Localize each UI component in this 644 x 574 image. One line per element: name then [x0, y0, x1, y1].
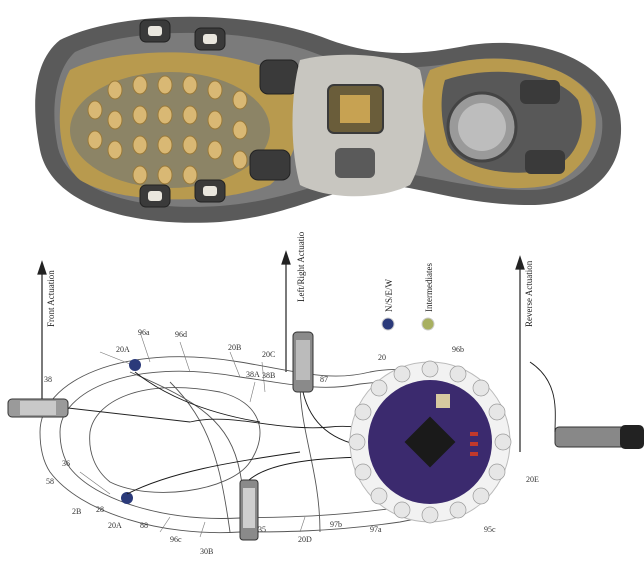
cushion-pods: [87, 75, 248, 185]
ref-96c: 96c: [170, 535, 182, 544]
ref-58: 58: [46, 477, 54, 486]
reverse-actuation-label: Reverse Actuation: [524, 260, 534, 327]
sensor-rear: [121, 492, 133, 504]
ref-96b: 96b: [452, 345, 464, 354]
forefoot-cushion: [70, 72, 270, 188]
ref-38A: 38A: [246, 370, 260, 379]
ref-97a: 97a: [370, 525, 382, 534]
ref-20: 20: [378, 353, 386, 362]
ref-20C: 20C: [262, 350, 275, 359]
ref-95c: 95c: [484, 525, 496, 534]
ref-97b: 97b: [330, 520, 342, 529]
ref-96a: 96a: [138, 328, 150, 337]
ref-38: 38: [44, 375, 52, 384]
vibration-motor-bottom: [239, 479, 259, 541]
ref-28: 28: [96, 505, 104, 514]
ref-20D: 20D: [298, 535, 312, 544]
shoe-sole-photo: [35, 16, 622, 223]
lilypad-board: [348, 360, 512, 524]
nsew-label: N/S/E/W: [384, 278, 394, 312]
vibration-motor-mid: [292, 331, 314, 393]
ref-2B: 2B: [72, 507, 81, 516]
ref-30B: 30B: [200, 547, 213, 556]
ref-20A-lower: 20A: [108, 521, 122, 530]
vibration-motor-right: [554, 425, 644, 449]
ref-20A: 20A: [116, 345, 130, 354]
ref-35: 35: [258, 525, 266, 534]
left-right-actuation-label: Left/Right Actuation: [296, 232, 306, 302]
ref-96d: 96d: [175, 330, 187, 339]
ref-20B: 20B: [228, 343, 241, 352]
ref-20E: 20E: [526, 475, 539, 484]
sensor-front: [129, 359, 141, 371]
ref-36: 36: [62, 459, 70, 468]
ref-38B: 38B: [262, 371, 275, 380]
vibration-motor-front: [7, 398, 191, 423]
patent-schematic: Front Actuation Left/Right Actuation N/S…: [7, 232, 644, 556]
nsew-legend-dot: [381, 317, 395, 331]
intermediates-label: Intermediates: [424, 263, 434, 312]
ref-88: 88: [140, 521, 148, 530]
ref-87: 87: [320, 375, 328, 384]
intermediates-legend-dot: [421, 317, 435, 331]
front-actuation-label: Front Actuation: [46, 270, 56, 327]
